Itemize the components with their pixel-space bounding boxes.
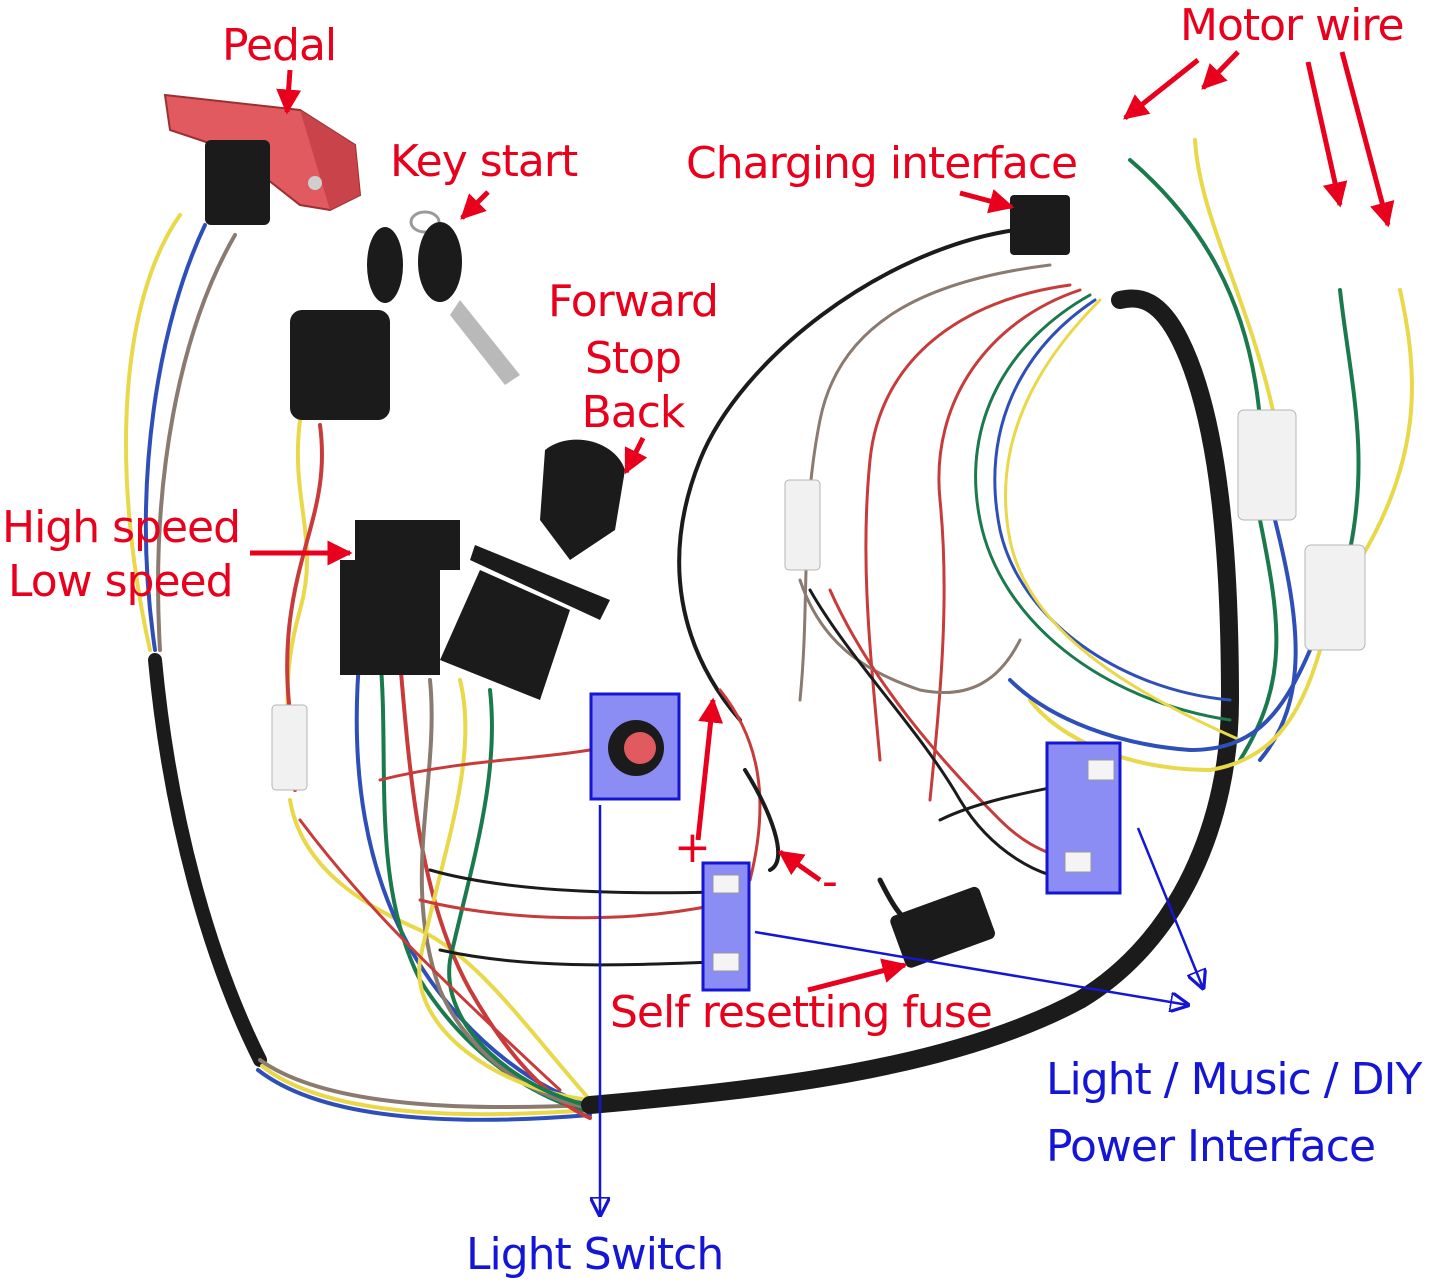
power-interface-arrow-right [1136, 827, 1203, 988]
jst-connectors-right [1064, 759, 1115, 873]
pedal-label: Pedal [222, 20, 337, 71]
motor-wire-arrow-3 [1305, 61, 1348, 208]
motor-wire-label: Motor wire [1180, 0, 1405, 51]
back-label: Back [581, 387, 686, 438]
high-speed-label: High speed [2, 502, 241, 553]
power-interface-label: Power Interface [1046, 1121, 1376, 1172]
jst-connectors-left [712, 874, 740, 972]
key-start-component [290, 210, 520, 420]
power-interface-arrow-left [754, 930, 1188, 1005]
forward-stop-back-arrow [623, 436, 648, 475]
forward-label: Forward [548, 276, 719, 327]
fuse-component [890, 886, 995, 968]
motor-wire-arrow-1 [1123, 58, 1200, 120]
pedal-component [163, 93, 362, 225]
plus-arrow [695, 697, 724, 841]
motor-wire-arrow-4 [1339, 51, 1395, 228]
stop-label: Stop [584, 333, 682, 384]
charging-interface-label: Charging interface [686, 138, 1078, 189]
direction-switch-component [440, 439, 625, 700]
red-arrows [250, 50, 1395, 993]
fuse-arrow [807, 958, 908, 993]
key-start-label: Key start [390, 136, 578, 187]
key-start-arrow [460, 190, 490, 220]
light-switch-label: Light Switch [466, 1229, 724, 1280]
plus-label: + [674, 822, 711, 873]
connectors [271, 195, 1366, 791]
charging-interface-arrow [959, 189, 1015, 214]
speed-switch-component [340, 520, 460, 675]
minus-arrow [777, 849, 822, 883]
light-switch-component [608, 720, 664, 776]
motor-wire-arrow-2 [1201, 50, 1240, 90]
blue-arrows [600, 805, 1203, 1215]
minus-label: - [822, 856, 838, 907]
low-speed-label: Low speed [8, 556, 234, 607]
wires [124, 138, 1414, 1122]
pedal-arrow [276, 69, 302, 115]
self-resetting-fuse-label: Self resetting fuse [610, 987, 993, 1038]
light-music-diy-label: Light / Music / DIY [1046, 1054, 1422, 1105]
